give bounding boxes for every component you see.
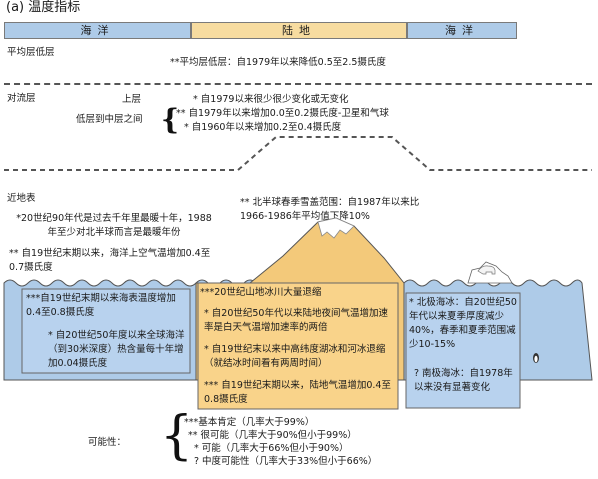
upper-layer-label: 上层 <box>122 94 142 105</box>
likelihood-1: ***基本肯定（几率大于99%） <box>184 417 315 428</box>
near-surface-note-2: ** 自19世纪末期以来，海洋上空气温增加0.4至0.7摄氏度 <box>9 248 211 273</box>
likelihood-label: 可能性： <box>88 437 127 448</box>
lower-layer-label: 低层到中层之间 <box>76 114 143 125</box>
land-note-3: *** 自19世纪末期以来，陆地气温增加0.4至0.8摄氏度 <box>204 380 391 405</box>
near-surface-label: 近地表 <box>7 193 36 204</box>
glacier-note: ***20世纪山地冰川大量退缩 <box>200 287 322 298</box>
ocean-right-box <box>405 292 521 409</box>
ocean-right-band: 海洋 <box>407 22 517 39</box>
upper-layer-note: * 自1979以来很少很少变化或无变化 <box>193 94 349 105</box>
tropopause-line <box>4 83 592 85</box>
troposphere-label: 对流层 <box>7 93 36 104</box>
ocean-left-box <box>21 288 191 374</box>
near-surface-note-1: *20世纪90年代是过去千年里最暖十年，1988年至少对北半球而言是最暖年份 <box>16 213 212 238</box>
ocean-heat-note-2: * 自20世纪50年度以来全球海洋（到30米深度）热含量每十年增加0.04摄氏度 <box>48 330 185 369</box>
likelihood-2: ** 很可能（几率大于90%但小于99%） <box>188 430 357 441</box>
snow-cover-note: ** 北半球春季雪盖范围：自1987年以来比1966-1986年平均值下降10% <box>240 197 420 222</box>
stratosphere-label: 平均层低层 <box>7 47 55 58</box>
lower-layer-note-2: * 自1960年以来增加0.2至0.4摄氏度 <box>184 122 342 133</box>
arctic-ice-note: * 北极海冰：自20世纪50年代以来夏季厚度减少40%，春季和夏季范围减少10-… <box>409 297 517 350</box>
lower-layer-note-1: ** 自1979年以来增加0.0至0.2摄氏度-卫星和气球 <box>176 108 389 119</box>
snow-cap <box>317 217 355 239</box>
ocean-heat-note-1: ***自19世纪末期以来海表温度增加0.4至0.8摄氏度 <box>26 293 176 318</box>
troposphere-brace: { <box>161 103 180 136</box>
ice-floe <box>467 261 513 284</box>
land-note-1: * 自20世纪50年代以来陆地夜间气温增加速率是白天气温增加速率的两倍 <box>204 308 388 333</box>
land-note-2: * 自19世纪末以来中高纬度湖冰和河冰退缩（就结冰时间看有两周时间） <box>204 344 386 369</box>
likelihood-4: ? 中度可能性（几率大于33%但小于66%） <box>194 456 378 467</box>
figure-title: (a) 温度指标 <box>6 0 81 15</box>
land-box <box>197 282 399 410</box>
polar-bear-icon <box>477 265 496 275</box>
antarctic-ice-note: ? 南极海冰：自1978年以来没有显著变化 <box>414 368 513 393</box>
ocean-left-band: 海洋 <box>4 22 191 39</box>
stratosphere-note: **平均层低层：自1979年以来降低0.5至2.5摄氏度 <box>170 57 386 68</box>
likelihood-3: * 可能（几率大于66%但小于90%） <box>194 443 349 454</box>
likelihood-brace: { <box>160 406 194 466</box>
land-band: 陆地 <box>191 22 407 39</box>
